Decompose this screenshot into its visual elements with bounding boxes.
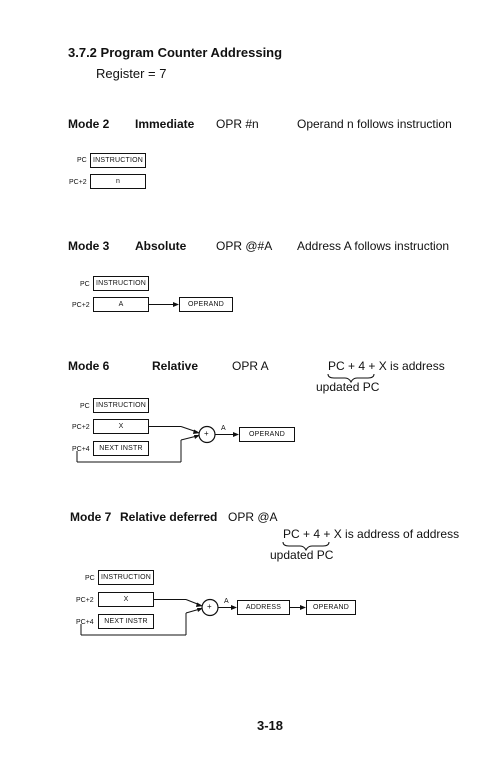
- mode7-offset-x-box: X: [98, 592, 154, 607]
- mode7-operand-box: OPERAND: [306, 600, 356, 615]
- mode3-address-a-box: A: [93, 297, 149, 312]
- mode6-instruction-box: INSTRUCTION: [93, 398, 149, 413]
- mode6-pc4-label: PC+4: [72, 446, 90, 453]
- mode3-title: Mode 3: [68, 239, 110, 253]
- page-number: 3-18: [257, 718, 284, 733]
- mode7-pc-label: PC: [85, 575, 95, 582]
- mode7-instruction-box: INSTRUCTION: [98, 570, 154, 585]
- mode3-description: Address A follows instruction: [297, 239, 450, 253]
- mode6-pc2-label: PC+2: [72, 424, 90, 431]
- mode7-description: PC + 4 + X is address of address: [283, 527, 460, 541]
- mode7-adder-plus-icon: +: [207, 602, 212, 611]
- mode2-title: Mode 2: [68, 117, 110, 131]
- mode3-name: Absolute: [135, 239, 187, 253]
- mode6-syntax: OPR A: [232, 359, 269, 373]
- mode6-offset-x-box: X: [93, 419, 149, 434]
- mode2-syntax: OPR #n: [216, 117, 259, 131]
- mode6-title: Mode 6: [68, 359, 110, 373]
- mode3-pc-label: PC: [80, 281, 90, 288]
- mode2-name: Immediate: [135, 117, 195, 131]
- mode2-description: Operand n follows instruction: [297, 117, 452, 131]
- section-heading: 3.7.2 Program Counter Addressing: [68, 45, 283, 60]
- mode7-title: Mode 7: [70, 510, 112, 524]
- mode3-syntax: OPR @#A: [216, 239, 273, 253]
- mode6-updated-pc-note: updated PC: [316, 380, 380, 394]
- mode6-adder-plus-icon: +: [204, 429, 209, 438]
- mode7-pc4-label: PC+4: [76, 619, 94, 626]
- mode6-adder-output-label: A: [221, 425, 226, 432]
- mode3-operand-box: OPERAND: [179, 297, 233, 312]
- mode6-pc-label: PC: [80, 403, 90, 410]
- mode6-name: Relative: [152, 359, 199, 373]
- mode7-next-instr-box: NEXT INSTR: [98, 614, 154, 629]
- mode6-operand-box: OPERAND: [239, 427, 295, 442]
- mode7-adder-output-label: A: [224, 598, 229, 605]
- mode6-next-instr-box: NEXT INSTR: [93, 441, 149, 456]
- mode2-instruction-box: INSTRUCTION: [90, 153, 146, 168]
- mode7-syntax: OPR @A: [228, 510, 278, 524]
- mode6-description: PC + 4 + X is address: [328, 359, 445, 373]
- register-line: Register = 7: [96, 66, 167, 81]
- mode3-instruction-box: INSTRUCTION: [93, 276, 149, 291]
- mode2-pc-label: PC: [77, 157, 87, 164]
- mode2-operand-n-box: n: [90, 174, 146, 189]
- mode7-name: Relative deferred: [120, 510, 218, 524]
- mode7-pc2-label: PC+2: [76, 597, 94, 604]
- mode7-updated-pc-note: updated PC: [270, 548, 334, 562]
- mode2-pc2-label: PC+2: [69, 179, 87, 186]
- mode7-address-box: ADDRESS: [237, 600, 290, 615]
- mode3-pc2-label: PC+2: [72, 302, 90, 309]
